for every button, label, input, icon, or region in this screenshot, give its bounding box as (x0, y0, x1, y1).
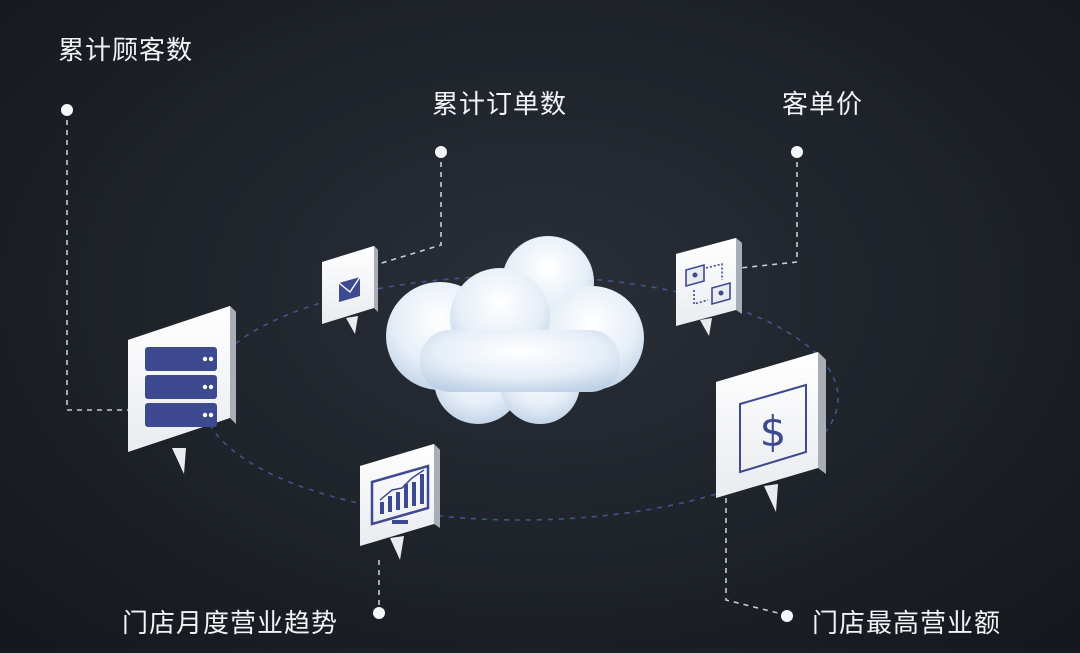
mail-icon (338, 276, 361, 302)
dot-trend (373, 607, 385, 619)
dot-price (791, 146, 803, 158)
connector-lines (66, 110, 798, 615)
dot-customers (61, 104, 73, 116)
dot-orders (435, 146, 447, 158)
connector-orders (351, 152, 442, 273)
label-cumulative-customers: 累计顾客数 (58, 36, 194, 66)
bar-chart-icon (370, 464, 430, 526)
dollar-panel: $ (716, 352, 826, 512)
connector-dots (61, 104, 803, 622)
label-cumulative-orders: 累计订单数 (432, 90, 568, 120)
cloud-icon (386, 236, 644, 424)
mail-panel (322, 246, 378, 334)
dollar-icon: $ (739, 383, 807, 474)
dollar-symbol: $ (760, 407, 787, 456)
label-monthly-trend: 门店月度营业趋势 (122, 609, 339, 639)
connector-customers (66, 110, 128, 411)
label-avg-order-value: 客单价 (782, 90, 864, 120)
chart-panel (360, 444, 440, 560)
server-panel (128, 306, 236, 474)
network-panel (676, 238, 742, 336)
label-highest-revenue: 门店最高营业额 (812, 609, 1002, 639)
server-icon (145, 347, 217, 427)
orbit-ring (201, 275, 839, 521)
connector-price (739, 152, 798, 269)
connector-top (725, 488, 783, 615)
dot-top (781, 610, 793, 622)
